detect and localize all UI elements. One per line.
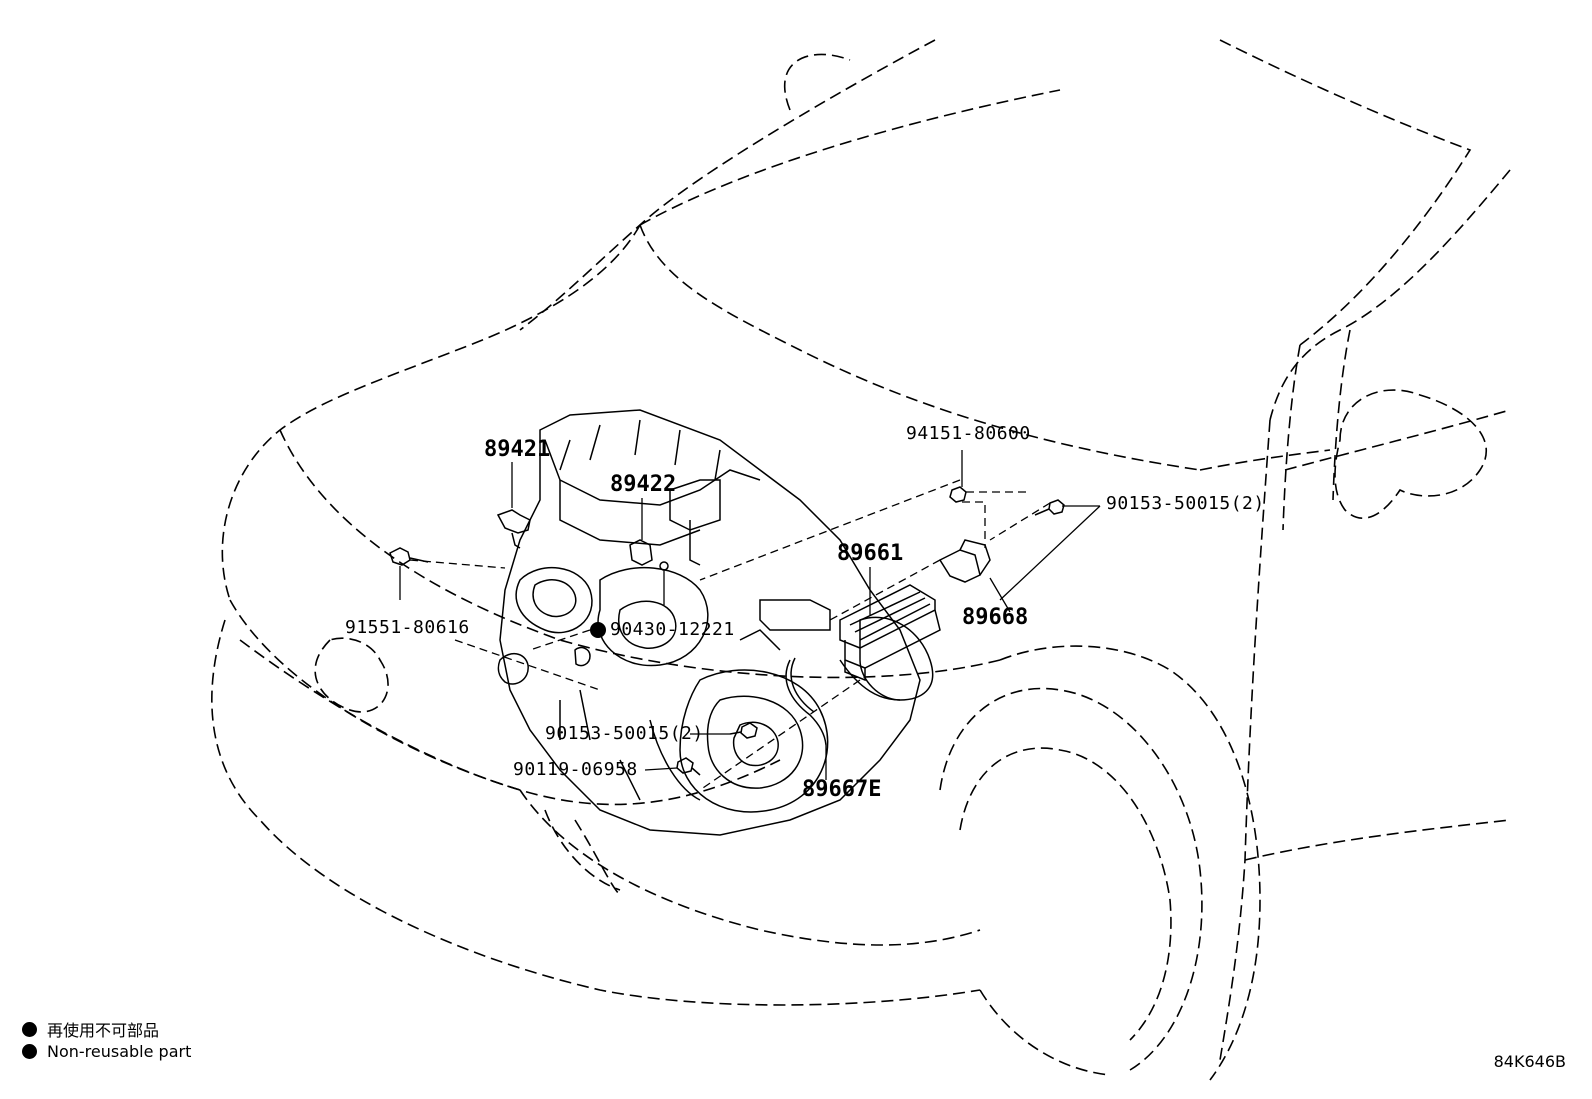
part-label-90430-12221[interactable]: 90430-12221: [610, 619, 735, 640]
figure-code: 84K646B: [1493, 1052, 1566, 1071]
leader-lines: [399, 450, 1101, 791]
part-label-90153-50015-lower[interactable]: 90153-50015(2): [545, 723, 704, 744]
part-label-89667e[interactable]: 89667E: [802, 777, 882, 802]
part-label-89422[interactable]: 89422: [610, 472, 677, 497]
legend-jp-text: 再使用不可部品: [47, 1021, 160, 1040]
wire-harness-89667e: [785, 657, 827, 746]
legend-jp: 再使用不可部品: [22, 1017, 159, 1041]
part-label-89661[interactable]: 89661: [837, 541, 904, 566]
ecu-module-89661: [839, 584, 941, 682]
part-label-89668[interactable]: 89668: [962, 605, 1029, 630]
legend-dot-icon: [22, 1021, 37, 1037]
non-reusable-marker: [590, 622, 606, 638]
part-label-90153-50015-upper[interactable]: 90153-50015(2): [1106, 493, 1265, 514]
car-body-outline: [211, 39, 1511, 1081]
part-label-90119-06958[interactable]: 90119-06958: [513, 759, 638, 780]
bolt-90119: [676, 757, 701, 776]
legend-en-text: Non-reusable part: [47, 1042, 192, 1061]
nut-94151: [949, 486, 967, 503]
sensor-89421: [496, 509, 531, 549]
legend-dot-icon: [22, 1044, 37, 1059]
bracket-89668: [938, 539, 991, 583]
bolt-90153-upper: [1034, 499, 1065, 516]
part-label-91551-80616[interactable]: 91551-80616: [345, 617, 470, 638]
part-label-89421[interactable]: 89421: [484, 437, 551, 462]
part-label-94151-80600[interactable]: 94151-80600: [906, 423, 1031, 444]
legend-en: Non-reusable part: [22, 1042, 191, 1061]
bolt-90153-lower: [729, 722, 758, 739]
bolt-91551: [389, 547, 429, 566]
